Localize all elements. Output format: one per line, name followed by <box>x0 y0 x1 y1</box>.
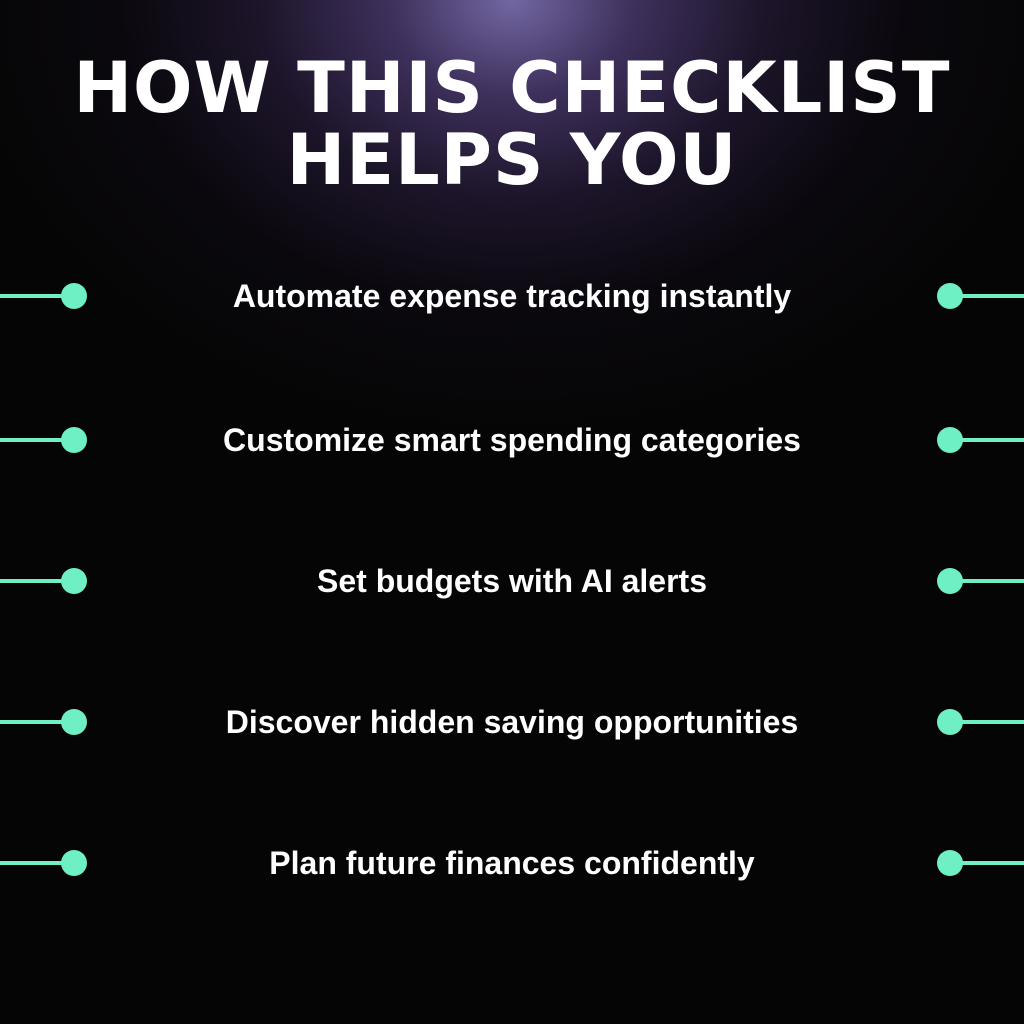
page-title: HOW THIS CHECKLIST HELPS YOU <box>0 52 1024 196</box>
checklist-item-label: Discover hidden saving opportunities <box>225 704 799 740</box>
checklist-item-label: Plan future finances confidently <box>269 845 755 881</box>
title-line-2: HELPS YOU <box>286 119 738 201</box>
bullet-dot-icon <box>61 427 87 453</box>
bullet-dot-icon <box>61 850 87 876</box>
bullet-dot-icon <box>61 568 87 594</box>
left-connector-line <box>0 294 70 298</box>
left-connector-line <box>0 861 70 865</box>
checklist-item: Automate expense tracking instantly <box>0 274 1024 318</box>
left-connector-line <box>0 720 70 724</box>
checklist-item: Plan future finances confidently <box>0 841 1024 885</box>
checklist-item: Customize smart spending categories <box>0 418 1024 462</box>
checklist-item-label: Set budgets with AI alerts <box>317 563 707 599</box>
right-connector-line <box>950 294 1024 298</box>
checklist-item-label: Customize smart spending categories <box>223 422 801 458</box>
title-line-1: HOW THIS CHECKLIST <box>73 47 951 129</box>
bullet-dot-icon <box>61 283 87 309</box>
checklist-item-label: Automate expense tracking instantly <box>232 278 792 314</box>
left-connector-line <box>0 438 70 442</box>
checklist-item: Discover hidden saving opportunities <box>0 700 1024 744</box>
left-connector-line <box>0 579 70 583</box>
checklist-item: Set budgets with AI alerts <box>0 559 1024 603</box>
bullet-dot-icon <box>61 709 87 735</box>
right-connector-line <box>950 579 1024 583</box>
right-connector-line <box>950 861 1024 865</box>
right-connector-line <box>950 720 1024 724</box>
right-connector-line <box>950 438 1024 442</box>
